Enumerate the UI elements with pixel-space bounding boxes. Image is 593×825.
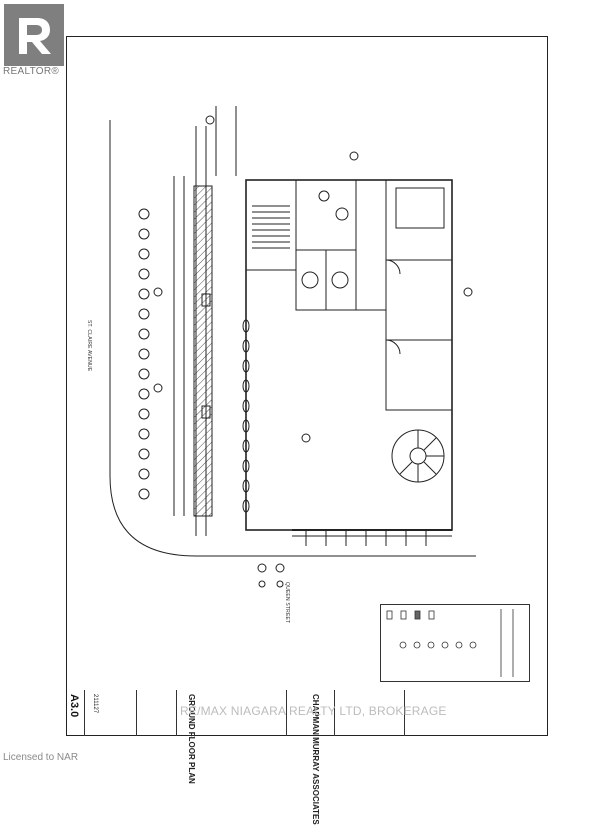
title-cell-drawing <box>136 690 176 736</box>
realtor-logo-text: REALTOR® <box>3 66 60 77</box>
title-cell-notes <box>176 690 286 736</box>
project-number: 211127 <box>92 694 98 714</box>
license-text: Licensed to NAR <box>3 752 79 763</box>
street-label-left: ST. CLAIRE AVENUE <box>86 320 92 372</box>
realtor-logo <box>4 4 64 66</box>
title-cell-seal <box>404 690 548 736</box>
street-label-bottom: QUEEN STREET <box>284 582 290 624</box>
title-cell-consultant <box>334 690 404 736</box>
drawing-legend <box>380 604 530 682</box>
realtor-r-icon <box>19 18 51 54</box>
brokerage-watermark: RE/MAX NIAGARA REALTY LTD, BROKERAGE <box>180 704 447 718</box>
floor-plan-drawing <box>109 106 476 588</box>
title-cell-project <box>84 690 106 736</box>
tree-row <box>138 208 150 500</box>
legend-symbols <box>386 609 514 677</box>
drawing-sheet <box>66 36 548 736</box>
title-block <box>66 690 548 736</box>
title-cell-firm <box>286 690 334 736</box>
sheet-number: A3.0 <box>68 694 80 718</box>
